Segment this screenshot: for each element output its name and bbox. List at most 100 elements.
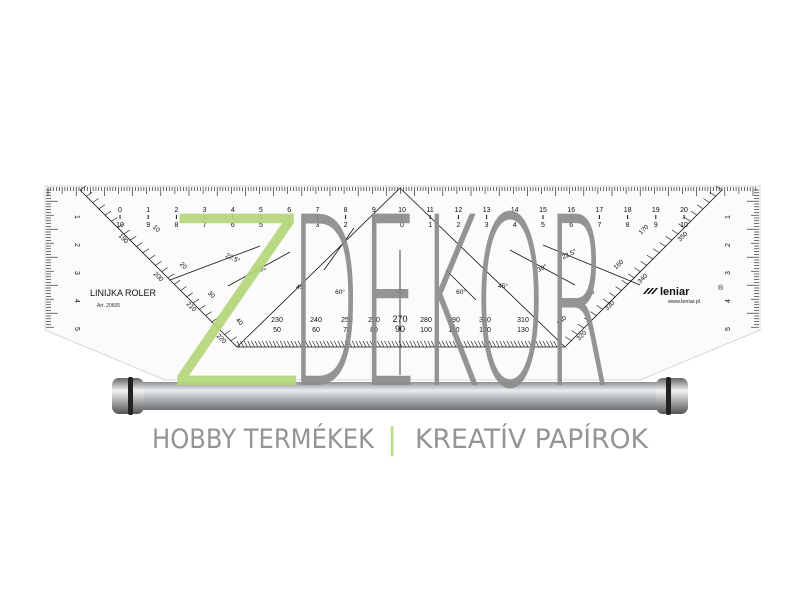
top-scale-label: 17 bbox=[596, 207, 604, 214]
scale-tick bbox=[646, 254, 654, 260]
scale-tick bbox=[167, 273, 175, 279]
scale-tick bbox=[243, 340, 248, 348]
roller-ring-right bbox=[666, 377, 671, 415]
second-scale-label: 4 bbox=[287, 222, 291, 229]
scale-tick bbox=[319, 340, 324, 348]
scale-tick bbox=[535, 340, 540, 348]
scale-tick bbox=[366, 340, 370, 348]
scale-tick bbox=[427, 340, 432, 348]
scale-tick bbox=[553, 340, 558, 348]
scale-tick bbox=[369, 340, 374, 348]
scale-tick bbox=[431, 340, 435, 348]
scale-tick bbox=[192, 298, 200, 304]
side-scale-label-right: 5 bbox=[725, 327, 732, 331]
scale-tick bbox=[565, 336, 572, 341]
scale-tick bbox=[287, 340, 291, 348]
scale-tick bbox=[634, 267, 641, 272]
scale-tick bbox=[305, 340, 309, 348]
product-article: Art. 20605 bbox=[97, 303, 120, 309]
scale-tick bbox=[492, 340, 496, 348]
top-scale-label: 4 bbox=[231, 207, 235, 214]
protractor-lines bbox=[79, 187, 723, 375]
second-scale-label: 9 bbox=[654, 222, 658, 229]
scale-tick bbox=[715, 185, 723, 191]
side-scale-label-left: 1 bbox=[73, 215, 80, 219]
scale-tick bbox=[205, 311, 212, 316]
scale-tick bbox=[104, 210, 112, 216]
top-scale-label: 3 bbox=[203, 207, 207, 214]
scale-tick bbox=[583, 317, 591, 323]
scale-tick bbox=[571, 330, 578, 335]
scale-tick bbox=[521, 340, 525, 348]
scale-tick bbox=[416, 340, 421, 348]
scale-tick bbox=[351, 340, 356, 348]
second-scale-label: 2 bbox=[344, 222, 348, 229]
top-scale-label: 11 bbox=[427, 207, 434, 214]
watermark: Z DEKOR HOBBY TERMÉKEK | KREATÍV PAPÍROK bbox=[152, 168, 649, 457]
second-scale-label: 7 bbox=[203, 222, 207, 229]
scale-tick bbox=[621, 279, 628, 285]
scale-tick bbox=[445, 340, 450, 348]
scale-tick bbox=[297, 340, 302, 348]
scale-tick bbox=[326, 340, 331, 348]
scale-tick bbox=[524, 340, 529, 348]
scale-tick bbox=[434, 340, 439, 348]
scale-tick bbox=[377, 340, 381, 348]
scale-tick bbox=[557, 340, 561, 348]
side-scale-label-left: 4 bbox=[73, 299, 80, 303]
scale-tick bbox=[438, 340, 442, 348]
scale-tick bbox=[409, 340, 414, 348]
scale-tick bbox=[323, 340, 327, 348]
scale-tick bbox=[609, 292, 616, 298]
second-scale-label: 9 bbox=[146, 222, 150, 229]
second-scale-label: 4 bbox=[513, 222, 517, 229]
brand-website: www.leniar.pl bbox=[667, 299, 700, 305]
scale-tick bbox=[161, 267, 168, 272]
second-scale-label: 10 bbox=[680, 222, 688, 229]
side-scale-label-left: 3 bbox=[73, 271, 80, 275]
scale-tick bbox=[283, 340, 288, 348]
scale-tick bbox=[236, 340, 241, 348]
scale-tick bbox=[199, 305, 206, 310]
scale-tick bbox=[92, 198, 99, 203]
scale-tick bbox=[420, 340, 424, 348]
scale-tick bbox=[384, 340, 388, 348]
scale-tick bbox=[488, 340, 493, 348]
side-scale-label-right: 1 bbox=[725, 215, 732, 219]
scale-tick bbox=[359, 340, 363, 348]
scale-tick bbox=[211, 317, 219, 323]
second-scale-label: 8 bbox=[626, 222, 630, 229]
side-scale-label-right: 4 bbox=[725, 299, 732, 303]
scale-tick bbox=[665, 235, 672, 241]
scale-tick bbox=[596, 305, 603, 310]
scale-tick bbox=[290, 340, 295, 348]
scale-tick bbox=[542, 340, 547, 348]
scale-tick bbox=[247, 340, 252, 348]
protractor-inner-label: 110 bbox=[448, 327, 459, 334]
scale-tick bbox=[79, 185, 87, 191]
scale-tick bbox=[506, 340, 511, 348]
watermark-z: Z bbox=[168, 168, 305, 441]
scale-tick bbox=[265, 340, 270, 348]
scale-tick bbox=[155, 261, 162, 266]
scale-tick bbox=[640, 261, 647, 266]
scale-tick bbox=[380, 340, 385, 348]
scale-tick bbox=[517, 340, 522, 348]
second-scale-label: 1 bbox=[372, 222, 376, 229]
angle-label-center: 90° bbox=[396, 288, 406, 296]
second-scale-label: 1 bbox=[428, 222, 432, 229]
scale-tick bbox=[690, 210, 698, 216]
scale-tick bbox=[423, 340, 428, 348]
second-scale-label: 10 bbox=[116, 222, 124, 229]
scale-tick bbox=[344, 340, 349, 348]
scale-tick bbox=[402, 340, 406, 348]
second-scale-label: 6 bbox=[569, 222, 573, 229]
scale-tick bbox=[510, 340, 514, 348]
scale-tick bbox=[180, 286, 187, 291]
watermark-dekor: DEKOR bbox=[290, 168, 610, 441]
top-scale-label: 2 bbox=[174, 207, 178, 214]
scale-tick bbox=[395, 340, 399, 348]
watermark-tagline-right: KREATÍV PAPÍROK bbox=[415, 423, 649, 455]
scale-tick bbox=[467, 340, 471, 348]
